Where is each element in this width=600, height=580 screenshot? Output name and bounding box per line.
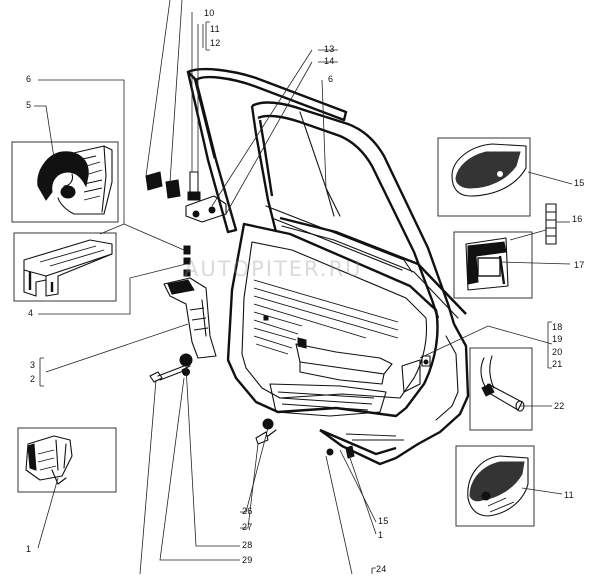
callout-18: 18 xyxy=(552,322,563,332)
glass-run-channel xyxy=(186,67,348,234)
callout-27: 27 xyxy=(242,522,253,532)
callout-28: 28 xyxy=(242,540,253,550)
seal-profile-detail-box xyxy=(11,141,119,223)
callout-22: 22 xyxy=(554,401,565,411)
bracket-detail-box xyxy=(453,231,533,299)
callout-20: 20 xyxy=(552,347,563,357)
callout-1-left: 1 xyxy=(26,544,32,554)
callout-15-bottom: 15 xyxy=(378,516,389,526)
trim-grille-hatching xyxy=(253,279,399,355)
clip-detail-box xyxy=(17,427,117,493)
door-trim-panel xyxy=(226,222,439,418)
handle-piece-detail-box xyxy=(455,445,535,527)
pin-16 xyxy=(545,203,557,245)
screws-26-27 xyxy=(255,418,277,445)
callout-5: 5 xyxy=(26,100,32,110)
callout-14: 14 xyxy=(324,56,335,66)
leader-lines xyxy=(34,0,573,574)
callout-26: 26 xyxy=(242,506,253,516)
callout-19: 19 xyxy=(552,334,563,344)
callout-24: 24 xyxy=(376,564,387,574)
callout-21: 21 xyxy=(552,359,563,369)
panel-piece-detail-box xyxy=(437,137,531,217)
callout-29: 29 xyxy=(242,555,253,565)
top-fasteners xyxy=(145,171,227,277)
callout-6-left: 6 xyxy=(26,74,32,84)
callout-11: 11 xyxy=(210,24,220,34)
callout-12: 12 xyxy=(210,38,221,48)
callout-16: 16 xyxy=(572,214,583,224)
callout-15-top: 15 xyxy=(574,178,585,188)
callout-11-bottom: 11 xyxy=(564,490,574,500)
callout-3: 3 xyxy=(30,360,36,370)
watermark-text: AUTOPITER.RU xyxy=(184,257,363,281)
rod-detail-box xyxy=(469,347,533,431)
callout-10: 10 xyxy=(204,8,215,18)
door-window-frame xyxy=(250,101,467,325)
callout-1-bottom: 1 xyxy=(378,530,384,540)
bolt-washer-nut xyxy=(149,353,193,383)
callout-17: 17 xyxy=(574,260,585,270)
door-outer-shell xyxy=(319,323,470,466)
callout-4: 4 xyxy=(28,308,34,318)
callout-13: 13 xyxy=(324,44,335,54)
callout-2: 2 xyxy=(30,374,36,384)
callout-6-right: 6 xyxy=(328,74,334,84)
channel-profile-detail-box xyxy=(13,232,117,302)
hinge-bracket xyxy=(163,277,217,359)
